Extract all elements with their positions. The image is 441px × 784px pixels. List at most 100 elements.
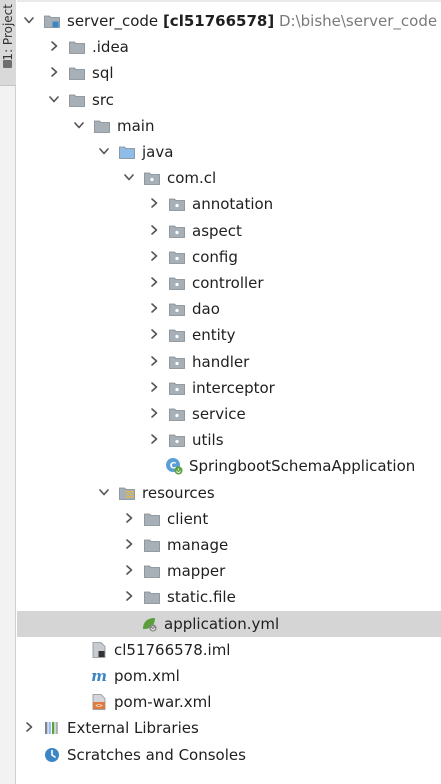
spring-yml-icon xyxy=(140,615,158,633)
tree-folder-client[interactable]: client xyxy=(17,506,441,532)
package-icon xyxy=(168,195,186,213)
tree-file-pom-xml[interactable]: m pom.xml xyxy=(17,663,441,689)
header-edge xyxy=(17,0,441,2)
folder-icon xyxy=(143,510,161,528)
chevron-down-icon[interactable] xyxy=(73,119,85,131)
folder-icon xyxy=(68,38,86,56)
libraries-icon xyxy=(43,719,61,737)
chevron-right-icon[interactable] xyxy=(148,302,160,314)
iml-file-icon xyxy=(90,641,108,659)
tree-file-application-yml[interactable]: application.yml xyxy=(17,610,441,637)
tree-node-label: client xyxy=(167,509,209,528)
tree-package-com-cl[interactable]: com.cl xyxy=(17,165,441,191)
tree-package-interceptor[interactable]: interceptor xyxy=(17,375,441,401)
package-icon xyxy=(168,405,186,423)
tree-folder-idea[interactable]: .idea xyxy=(17,34,441,60)
chevron-right-icon[interactable] xyxy=(148,433,160,445)
tree-node-label: interceptor xyxy=(192,378,275,397)
tree-folder-sql[interactable]: sql xyxy=(17,60,441,86)
tree-folder-main[interactable]: main xyxy=(17,113,441,139)
tree-package-controller[interactable]: controller xyxy=(17,270,441,296)
folder-icon xyxy=(68,91,86,109)
module-path: D:\bishe\server_code xyxy=(278,12,438,30)
chevron-right-icon[interactable] xyxy=(148,250,160,262)
project-tool-tab[interactable]: 1: Project xyxy=(0,0,16,86)
tree-node-label: application.yml xyxy=(164,614,280,633)
project-tree: server_code [cl51766578] D:\bishe\server… xyxy=(17,0,441,784)
tree-folder-manage[interactable]: manage xyxy=(17,532,441,558)
tree-node-label: entity xyxy=(192,326,236,345)
chevron-right-icon[interactable] xyxy=(123,564,135,576)
module-name: [cl51766578] xyxy=(162,12,275,30)
module-folder-icon xyxy=(43,12,61,30)
maven-icon: m xyxy=(90,667,108,685)
chevron-right-icon[interactable] xyxy=(148,197,160,209)
tree-node-label: External Libraries xyxy=(67,719,199,738)
tree-node-label: server_code [cl51766578] D:\bishe\server… xyxy=(67,11,437,31)
chevron-down-icon[interactable] xyxy=(23,14,35,26)
chevron-right-icon[interactable] xyxy=(48,40,60,52)
chevron-down-icon[interactable] xyxy=(98,486,110,498)
chevron-right-icon[interactable] xyxy=(123,590,135,602)
tree-node-label: manage xyxy=(167,536,229,554)
folder-icon xyxy=(3,60,12,68)
tree-folder-mapper[interactable]: mapper xyxy=(17,558,441,584)
package-icon xyxy=(168,326,186,344)
chevron-right-icon[interactable] xyxy=(148,328,160,340)
folder-icon xyxy=(93,117,111,135)
chevron-right-icon[interactable] xyxy=(123,538,135,550)
chevron-right-icon[interactable] xyxy=(23,721,35,733)
tree-external-libraries[interactable]: External Libraries xyxy=(17,715,441,741)
tree-node-label: controller xyxy=(192,274,264,292)
tree-folder-static-file[interactable]: static.file xyxy=(17,584,441,610)
folder-icon xyxy=(143,562,161,580)
tree-node-label: .idea xyxy=(92,38,129,57)
tree-node-label: resources xyxy=(142,483,215,502)
tree-package-utils[interactable]: utils xyxy=(17,427,441,453)
tree-node-label: pom.xml xyxy=(114,667,180,685)
tree-node-label: main xyxy=(117,116,155,135)
chevron-right-icon[interactable] xyxy=(148,381,160,393)
chevron-down-icon[interactable] xyxy=(123,171,135,183)
chevron-right-icon[interactable] xyxy=(148,276,160,288)
chevron-right-icon[interactable] xyxy=(148,224,160,236)
tree-root-server-code[interactable]: server_code [cl51766578] D:\bishe\server… xyxy=(17,8,441,34)
chevron-right-icon[interactable] xyxy=(148,355,160,367)
source-folder-icon xyxy=(118,143,136,161)
tree-folder-src[interactable]: src xyxy=(17,87,441,113)
chevron-right-icon[interactable] xyxy=(123,512,135,524)
chevron-down-icon[interactable] xyxy=(98,145,110,157)
tree-package-aspect[interactable]: aspect xyxy=(17,218,441,244)
tree-package-service[interactable]: service xyxy=(17,401,441,427)
tree-package-annotation[interactable]: annotation xyxy=(17,191,441,217)
tree-file-pom-war-xml[interactable]: <>pom-war.xml xyxy=(17,689,441,715)
chevron-right-icon[interactable] xyxy=(148,407,160,419)
chevron-right-icon[interactable] xyxy=(48,66,60,78)
tree-scratches-and-consoles[interactable]: Scratches and Consoles xyxy=(17,742,441,768)
package-icon xyxy=(168,274,186,292)
tree-node-label: handler xyxy=(192,352,250,371)
chevron-down-icon[interactable] xyxy=(48,93,60,105)
spring-boot-class-icon: C xyxy=(165,457,183,475)
tree-node-label: static.file xyxy=(167,588,236,607)
package-icon xyxy=(168,300,186,318)
tree-folder-resources[interactable]: resources xyxy=(17,480,441,506)
package-icon xyxy=(168,431,186,449)
project-tool-tab-label: 1: Project xyxy=(1,4,15,61)
tree-node-label: com.cl xyxy=(167,169,217,188)
tree-folder-java[interactable]: java xyxy=(17,139,441,165)
root-name: server_code xyxy=(67,12,159,30)
tree-node-label: utils xyxy=(192,431,224,450)
tree-node-label: annotation xyxy=(192,195,274,214)
side-tool-strip: 1: Project xyxy=(0,0,16,784)
tree-package-dao[interactable]: dao xyxy=(17,296,441,322)
tree-package-handler[interactable]: handler xyxy=(17,349,441,375)
svg-text:m: m xyxy=(91,667,107,685)
tree-file-iml[interactable]: cl51766578.iml xyxy=(17,637,441,663)
tree-package-entity[interactable]: entity xyxy=(17,322,441,348)
tree-package-config[interactable]: config xyxy=(17,244,441,270)
tree-node-label: service xyxy=(192,405,246,423)
xml-file-icon: <> xyxy=(90,693,108,711)
svg-text:<>: <> xyxy=(95,703,103,710)
